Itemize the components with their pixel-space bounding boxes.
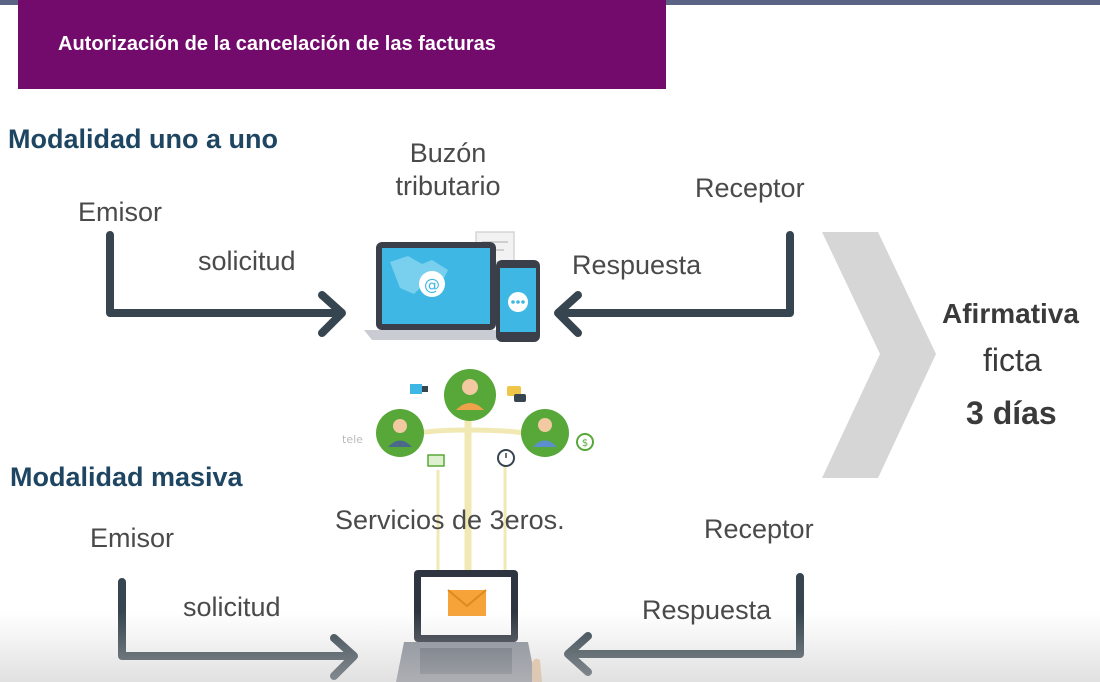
third-party-network: tele $ <box>342 369 594 580</box>
servicios-3eros-label: Servicios de 3eros. <box>335 505 565 535</box>
section-title-masiva: Modalidad masiva <box>10 462 243 492</box>
solicitud-arrow <box>106 231 344 317</box>
envelope-icon <box>447 589 487 616</box>
receptor-label: Receptor <box>695 173 805 203</box>
solicitud-arrowhead <box>318 291 346 337</box>
buzon-tributario-label: Buzón tributario <box>372 138 524 202</box>
emisor-label: Emisor <box>78 197 163 227</box>
respuesta-label-masiva: Respuesta <box>642 595 772 625</box>
bottom-shade <box>0 612 1100 682</box>
buzon-label-line1: Buzón <box>409 138 487 168</box>
receptor-label-masiva: Receptor <box>704 514 814 544</box>
result-3-dias: 3 días <box>966 395 1057 431</box>
solicitud-label-masiva: solicitud <box>183 592 281 622</box>
slide-title: Autorización de la cancelación de las fa… <box>58 33 496 55</box>
svg-text:tele: tele <box>342 433 363 446</box>
chat-bubble-icon <box>507 386 521 396</box>
mail-icon <box>427 454 445 467</box>
chevron-right-icon <box>822 232 936 478</box>
solicitud-label: solicitud <box>198 246 296 276</box>
result-ficta: ficta <box>983 342 1042 378</box>
dollar-coin-icon <box>576 433 594 451</box>
section-title-uno-a-uno: Modalidad uno a uno <box>8 124 278 154</box>
person-avatar-icon <box>521 409 569 457</box>
respuesta-arrow <box>556 231 794 317</box>
result-afirmativa: Afirmativa <box>942 298 1079 329</box>
buzon-label-line2: tributario <box>395 171 501 201</box>
person-avatar-icon <box>376 409 424 457</box>
slide-title-banner: Autorización de la cancelación de las fa… <box>18 0 666 89</box>
svg-text:@: @ <box>424 275 440 294</box>
respuesta-arrowhead <box>554 291 582 337</box>
smartphone-icon <box>496 260 540 342</box>
emisor-label-masiva: Emisor <box>90 523 175 553</box>
svg-text:$: $ <box>582 438 588 449</box>
laptop-email-icon: @ <box>364 231 515 340</box>
respuesta-label: Respuesta <box>572 250 702 280</box>
person-avatar-icon <box>444 369 496 421</box>
megaphone-icon <box>410 384 422 394</box>
